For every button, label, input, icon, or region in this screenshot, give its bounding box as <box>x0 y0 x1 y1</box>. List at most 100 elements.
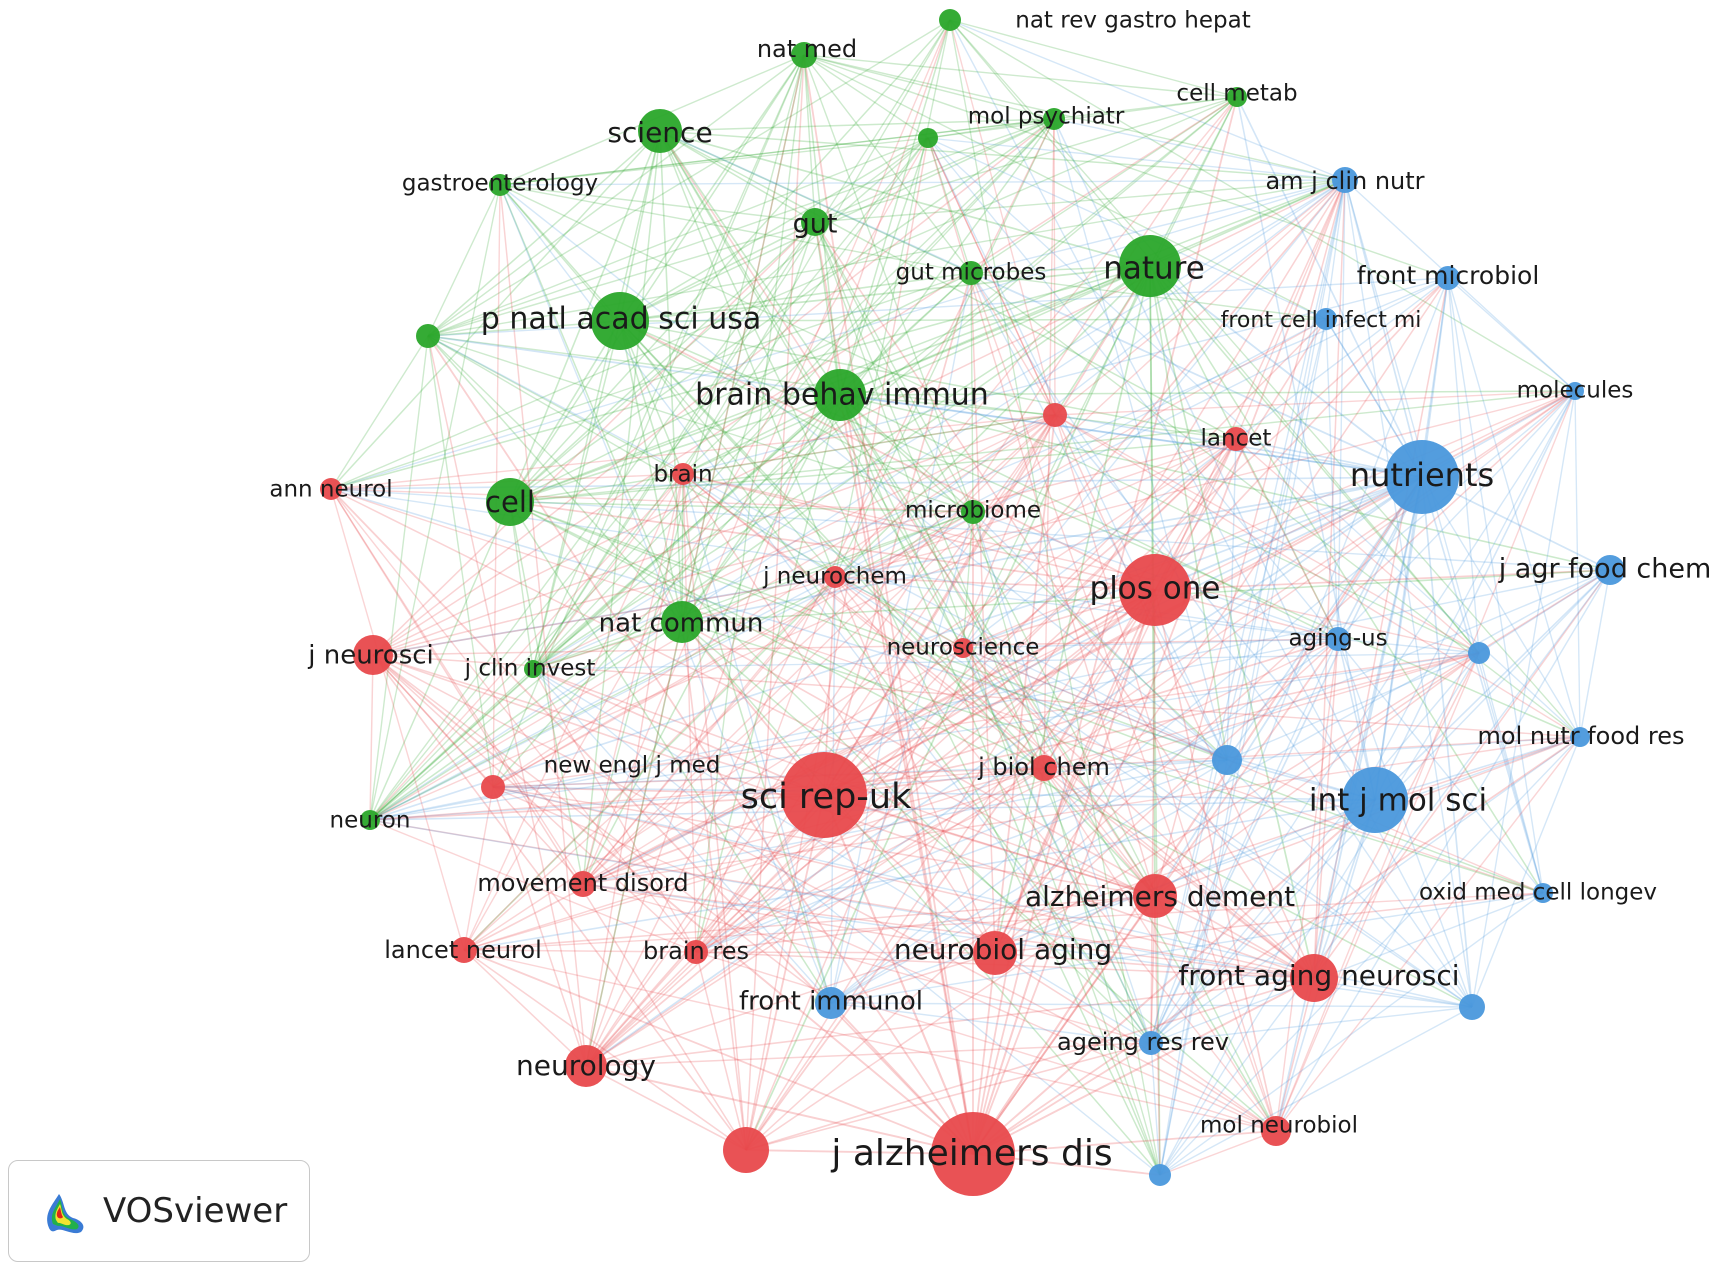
node-label: nature <box>1103 251 1205 287</box>
network-link <box>509 272 972 503</box>
network-link <box>682 414 1056 475</box>
network-link <box>1043 767 1277 1132</box>
network-link <box>509 320 621 503</box>
network-link <box>1043 767 1315 979</box>
network-link <box>1579 569 1611 738</box>
network-link <box>970 272 1277 1132</box>
network-link <box>972 1130 1277 1155</box>
network-link <box>834 576 1228 761</box>
network-link <box>427 335 974 513</box>
network-link <box>492 318 1327 788</box>
network-link <box>1374 390 1576 801</box>
network-link <box>619 265 1151 322</box>
network-link <box>499 184 1480 654</box>
network-link <box>839 394 974 513</box>
network-link <box>994 952 1277 1132</box>
network-link <box>1313 638 1339 979</box>
network-link <box>823 794 974 1155</box>
network-link <box>682 19 951 475</box>
network-link <box>532 473 684 670</box>
network-link <box>372 654 494 788</box>
network-link <box>695 638 1339 953</box>
network-link <box>499 96 1238 186</box>
network-link <box>369 476 1423 821</box>
network-link <box>803 54 1055 120</box>
network-link <box>532 668 832 1004</box>
network-link <box>499 184 1228 761</box>
network-link <box>962 647 1544 894</box>
network-link <box>834 19 951 578</box>
network-node <box>791 42 817 68</box>
network-link <box>582 883 1315 979</box>
network-link <box>1150 277 1449 1044</box>
network-link <box>927 137 1327 320</box>
network-link <box>745 390 1576 1151</box>
network-link <box>509 501 1156 591</box>
network-link <box>962 647 1156 897</box>
network-link <box>839 394 1161 1176</box>
network-link <box>492 414 1056 788</box>
network-link <box>1043 652 1480 769</box>
network-link <box>532 414 1056 670</box>
network-link <box>681 221 816 623</box>
network-link <box>1159 179 1346 1176</box>
network-link <box>972 414 1056 1155</box>
network-link <box>803 54 816 223</box>
network-link <box>1154 318 1327 591</box>
network-link <box>1150 638 1339 1044</box>
network-link <box>1154 569 1611 591</box>
network-link <box>1313 476 1423 979</box>
node-label: int j mol sci <box>1309 783 1487 819</box>
network-node <box>565 1045 607 1087</box>
network-link <box>1325 318 1581 738</box>
network-link <box>372 438 1237 656</box>
network-link <box>330 96 1238 490</box>
network-link <box>427 335 1423 478</box>
network-link <box>682 473 697 953</box>
network-link <box>427 335 494 788</box>
network-link <box>619 318 1327 322</box>
network-node <box>1227 87 1247 107</box>
network-link <box>830 759 1228 1004</box>
network-node <box>1119 554 1191 626</box>
node-label: brain res <box>643 937 749 965</box>
network-link <box>492 394 841 788</box>
network-link <box>839 272 972 396</box>
network-link <box>972 96 1238 1155</box>
node-label: j biol chem <box>977 753 1110 781</box>
node-label: am j clin nutr <box>1265 167 1424 195</box>
network-link <box>1159 318 1327 1176</box>
network-link <box>659 130 972 274</box>
network-link <box>972 476 1423 1155</box>
network-link <box>372 654 697 953</box>
network-link <box>463 949 1277 1132</box>
network-link <box>619 320 974 513</box>
network-link <box>1235 438 1480 654</box>
network-link <box>582 414 1056 885</box>
network-link <box>972 179 1346 1155</box>
node-label: neuron <box>330 808 411 834</box>
network-link <box>823 179 1346 796</box>
network-link <box>681 511 974 623</box>
network-link <box>1054 414 1376 801</box>
network-link <box>659 130 1161 1176</box>
network-link <box>1150 1006 1473 1044</box>
node-label: ageing res rev <box>1057 1028 1229 1056</box>
vosviewer-logo-icon <box>47 1194 84 1234</box>
network-link <box>427 137 929 337</box>
network-link <box>1337 638 1480 654</box>
network-link <box>619 54 805 322</box>
network-link <box>330 488 697 953</box>
network-link <box>830 892 1544 1004</box>
network-link <box>927 118 1055 139</box>
network-link <box>492 652 1480 788</box>
network-link <box>619 320 1581 738</box>
network-link <box>330 488 1544 894</box>
network-link <box>1337 179 1346 640</box>
network-link <box>369 179 1346 821</box>
network-link <box>619 320 1237 440</box>
network-link <box>585 277 1449 1067</box>
network-link <box>659 130 841 396</box>
network-node <box>1468 642 1490 664</box>
network-link <box>803 54 972 274</box>
